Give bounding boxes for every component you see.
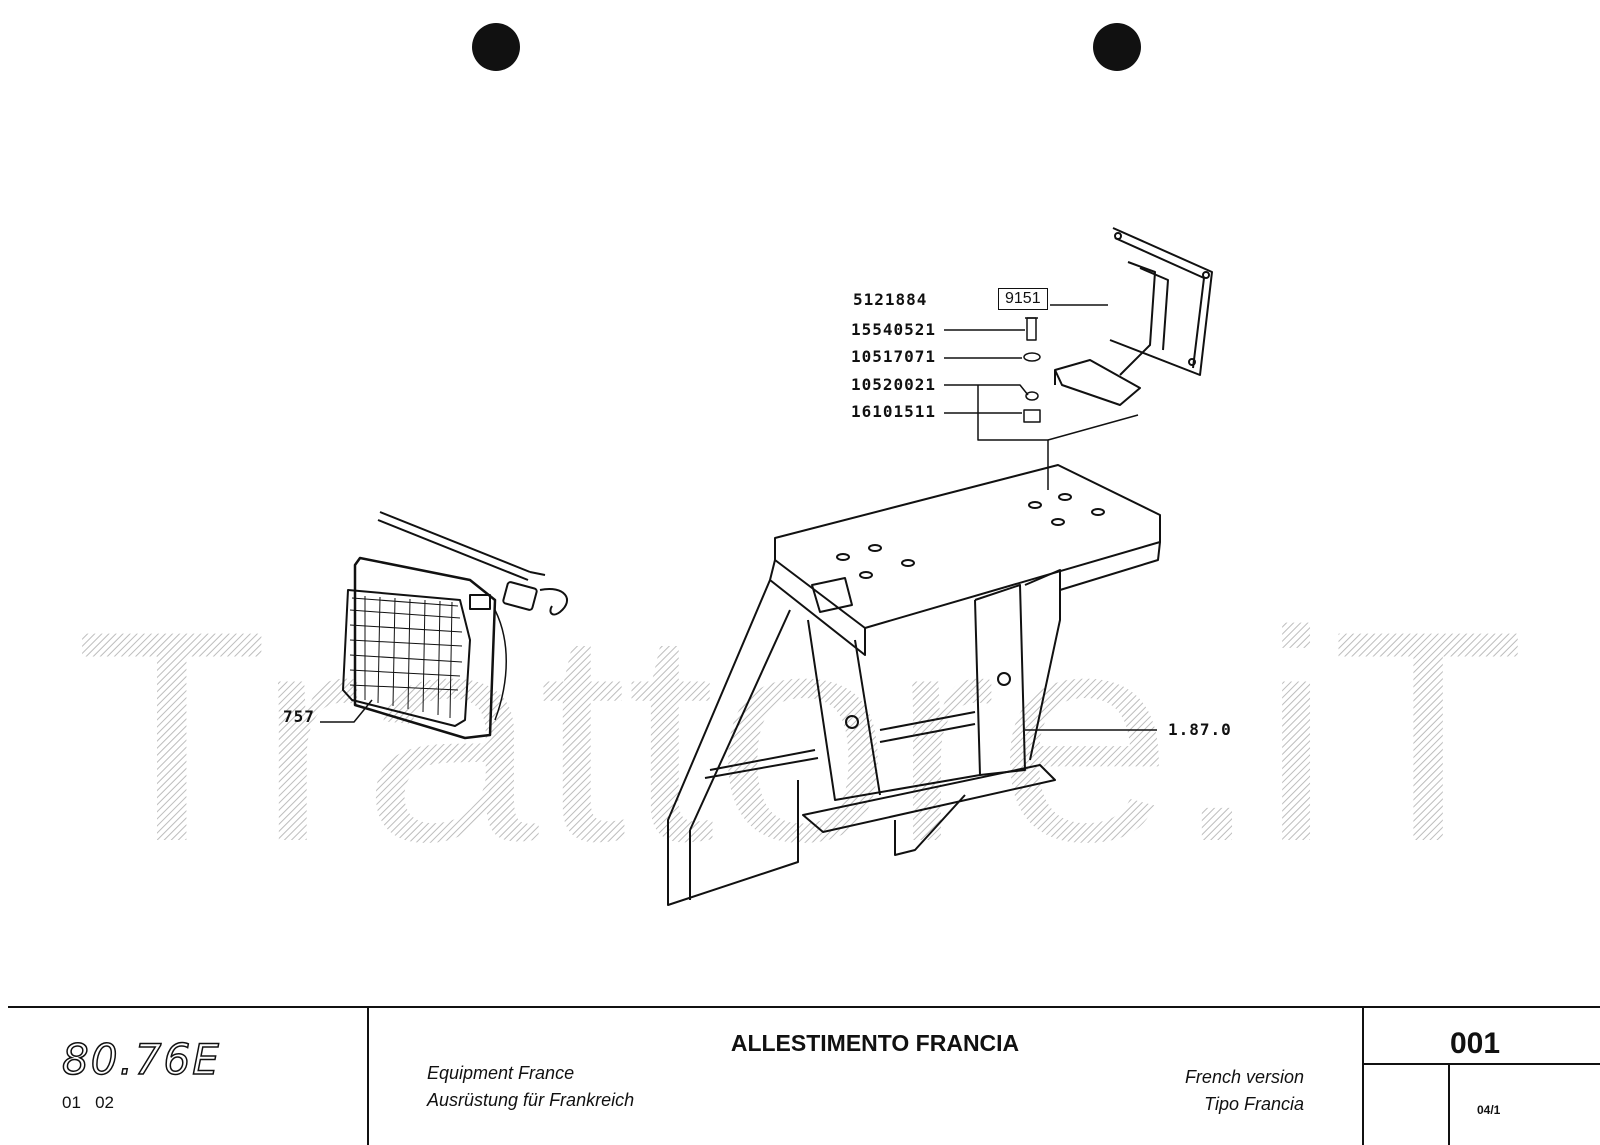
part-label-15540521: 15540521 [851,320,937,339]
hardware-leaders [944,304,1139,490]
subtitle-english: Equipment France [427,1063,575,1083]
part-label-1870: 1.87.0 [1168,720,1232,739]
title-block-code-separator [1364,1063,1600,1065]
part-label-5121884: 5121884 [853,290,928,309]
part-label-757: 757 [283,707,315,726]
leader-757 [320,699,373,723]
punch-hole-left [472,23,520,71]
title-block-divider-left [367,1008,369,1145]
part-label-9151: 9151 [998,288,1048,310]
title-block-divider-right [1362,1008,1364,1145]
watermark: Trattore.iT [75,600,1525,890]
subtitle-german: Ausrüstung für Frankreich [427,1090,635,1110]
title-block-code-divider [1448,1065,1450,1145]
frame-drawing [667,464,1161,906]
punch-hole-right [1093,23,1141,71]
headlamp-drawing [342,511,568,740]
version-italian: Tipo Francia [1204,1094,1304,1114]
document-title: ALLESTIMENTO FRANCIA [730,1030,1020,1056]
version-english: French version [1184,1067,1304,1087]
part-label-10517071: 10517071 [851,347,937,366]
part-label-16101511: 16101511 [851,402,937,421]
fastener-drawings [1023,317,1041,423]
page-code: 001 [1449,1027,1501,1060]
page-reference: 04/1 [1477,1103,1501,1117]
part-label-10520021: 10520021 [851,375,937,394]
model-number: 80.76E [61,1034,221,1085]
title-block-top-border [8,1006,1600,1008]
watermark-text: Trattore.iT [75,600,1525,890]
model-codes: 01 02 [62,1093,114,1112]
bracket-drawing [1054,227,1213,406]
